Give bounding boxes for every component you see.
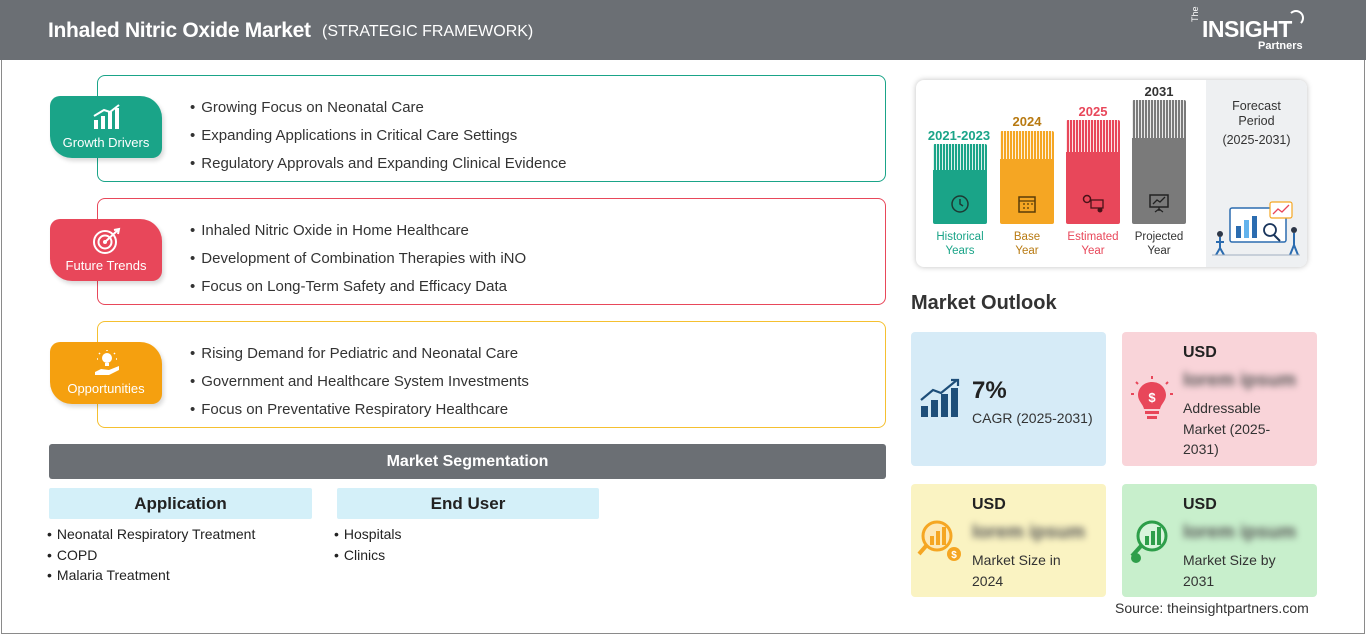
- list-item: Regulatory Approvals and Expanding Clini…: [190, 150, 566, 178]
- logo-the: The: [1190, 6, 1200, 22]
- logo-arc-icon: [1288, 10, 1304, 26]
- future-trends-badge: Future Trends: [50, 219, 162, 281]
- end-user-list: Hospitals Clinics: [334, 524, 402, 565]
- segment-header-application: Application: [49, 488, 312, 519]
- analytics-illustration-icon: [1212, 201, 1300, 256]
- growth-bar-chart-icon: [920, 378, 960, 417]
- logo-partners: Partners: [1258, 40, 1303, 52]
- page-subtitle: (STRATEGIC FRAMEWORK): [322, 23, 534, 40]
- cagr-value: 7%: [972, 377, 1007, 404]
- size-2024-value: lorem ipsum: [972, 522, 1085, 543]
- growth-drivers-card: Growing Focus on Neonatal Care Expanding…: [97, 75, 886, 182]
- list-item: Malaria Treatment: [47, 565, 255, 586]
- future-trends-label: Future Trends: [65, 258, 147, 273]
- timeline-bar: [1132, 100, 1186, 224]
- svg-text:$: $: [1148, 390, 1156, 405]
- future-trends-list: Inhaled Nitric Oxide in Home Healthcare …: [190, 217, 526, 301]
- list-item: Focus on Preventative Respiratory Health…: [190, 396, 529, 424]
- page-title: Inhaled Nitric Oxide Market: [48, 19, 311, 42]
- magnifier-chart-green-icon: [1130, 520, 1168, 563]
- opportunities-card: Rising Demand for Pediatric and Neonatal…: [97, 321, 886, 428]
- opportunities-list: Rising Demand for Pediatric and Neonatal…: [190, 340, 529, 424]
- lightbulb-hand-icon: [95, 350, 119, 375]
- header-bar: Inhaled Nitric Oxide Market (STRATEGIC F…: [0, 0, 1366, 60]
- forecast-period: (2025-2031): [1222, 133, 1291, 147]
- magnifier-chart-icon: $: [917, 520, 961, 561]
- application-list: Neonatal Respiratory Treatment COPD Mala…: [47, 524, 255, 586]
- source-text: Source: theinsightpartners.com: [1115, 600, 1309, 616]
- market-outlook-title: Market Outlook: [911, 292, 1057, 314]
- history-icon: [951, 195, 969, 213]
- calendar-icon: [1018, 196, 1036, 213]
- timeline-year: 2021-2023: [927, 128, 991, 143]
- presentation-icon: [1149, 194, 1169, 213]
- size-2031-value: lorem ipsum: [1183, 522, 1296, 543]
- list-item: Inhaled Nitric Oxide in Home Healthcare: [190, 217, 526, 245]
- opportunities-label: Opportunities: [67, 381, 145, 396]
- timeline-bar: [1000, 131, 1054, 224]
- opportunities-badge: Opportunities: [50, 342, 162, 404]
- timeline-year: 2024: [1012, 114, 1042, 129]
- market-segmentation-bar: Market Segmentation: [49, 444, 886, 479]
- size-2031-currency: USD: [1183, 496, 1217, 513]
- svg-text:$: $: [951, 550, 957, 561]
- timeline-year: 2025: [1078, 104, 1108, 119]
- list-item: Government and Healthcare System Investm…: [190, 368, 529, 396]
- addressable-currency: USD: [1183, 344, 1217, 361]
- cagr-tile: 7% CAGR (2025-2031): [911, 332, 1106, 466]
- gear-chart-icon: [1082, 194, 1104, 213]
- growth-drivers-list: Growing Focus on Neonatal Care Expanding…: [190, 94, 567, 178]
- target-icon: [93, 227, 121, 254]
- timeline-bar: [1066, 120, 1120, 224]
- list-item: Focus on Long-Term Safety and Efficacy D…: [190, 273, 526, 301]
- timeline-bar: [933, 144, 987, 224]
- list-item: Neonatal Respiratory Treatment: [47, 524, 255, 545]
- list-item: Clinics: [334, 545, 402, 566]
- list-item: Growing Focus on Neonatal Care: [190, 94, 567, 122]
- list-item: Rising Demand for Pediatric and Neonatal…: [190, 340, 529, 368]
- growth-drivers-badge: Growth Drivers: [50, 96, 162, 158]
- insight-partners-logo[interactable]: The INSIGHT Partners: [1190, 6, 1320, 54]
- list-item: Development of Combination Therapies wit…: [190, 245, 526, 273]
- segment-header-end-user: End User: [337, 488, 599, 519]
- logo-word: INSIGHT: [1202, 16, 1292, 42]
- lightbulb-dollar-icon: $: [1131, 376, 1173, 419]
- addressable-value: lorem ipsum: [1183, 370, 1296, 391]
- growth-chart-icon: [93, 104, 120, 129]
- content-frame: [1, 60, 1365, 634]
- cagr-label: CAGR (2025-2031): [972, 410, 1093, 426]
- timeline-year: 2031: [1144, 84, 1174, 99]
- list-item: Hospitals: [334, 524, 402, 545]
- list-item: Expanding Applications in Critical Care …: [190, 122, 567, 150]
- size-2024-currency: USD: [972, 496, 1006, 513]
- growth-drivers-label: Growth Drivers: [62, 135, 150, 150]
- list-item: COPD: [47, 545, 255, 566]
- future-trends-card: Inhaled Nitric Oxide in Home Healthcare …: [97, 198, 886, 305]
